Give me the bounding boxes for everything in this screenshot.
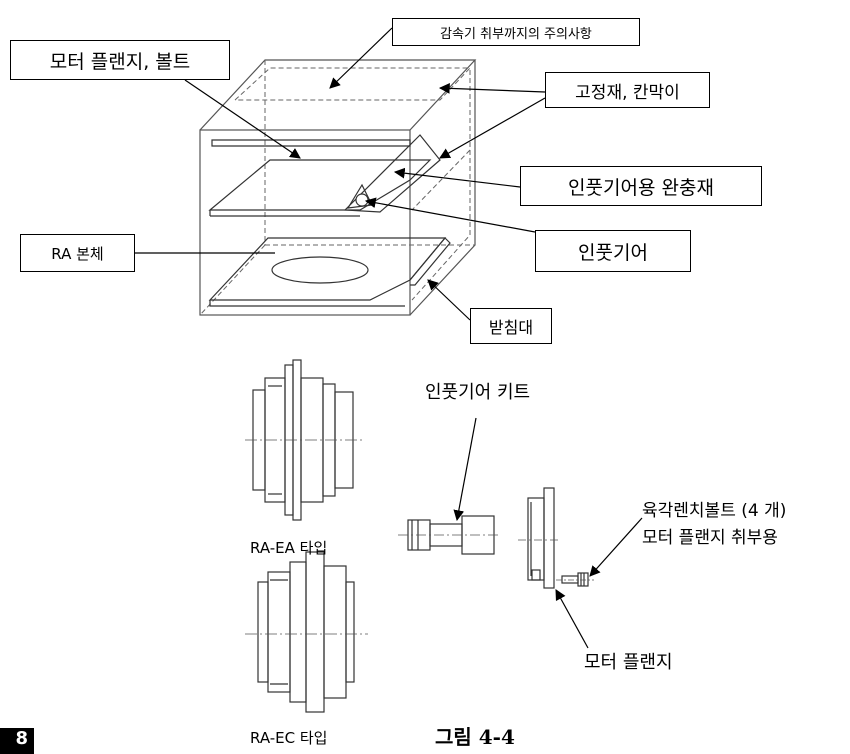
label-ra-ec-type: RA-EC 타입	[250, 729, 328, 747]
label-input-gear-cushion: 인풋기어용 완충재	[520, 166, 762, 206]
label-input-gear-kit: 인풋기어 키트	[425, 382, 531, 403]
label-fixing-partition: 고정재, 칸막이	[545, 72, 710, 108]
motor-flange-part	[527, 487, 555, 589]
box-leaders	[135, 27, 546, 321]
ra-body-tray	[208, 237, 451, 307]
label-motor-flange-bolt: 모터 플랜지, 볼트	[10, 40, 230, 80]
label-hex-bolt: 육각렌치볼트 (4 개)	[642, 501, 787, 521]
label-ra-ea-type: RA-EA 타입	[250, 539, 328, 557]
side-tab: 8	[0, 728, 34, 754]
box-inner-dashed	[199, 60, 475, 316]
hex-bolt-part	[561, 572, 589, 587]
motor-flange-shelf	[208, 139, 432, 217]
label-support: 받침대	[470, 308, 552, 344]
label-ra-body: RA 본체	[20, 234, 135, 272]
figure-caption: 그림 4-4	[435, 725, 515, 749]
packing-box	[199, 59, 477, 316]
ra-ec-reducer	[257, 551, 355, 713]
label-motor-flange: 모터 플랜지	[584, 652, 673, 673]
label-reducer-note: 감속기 취부까지의 주의사항	[392, 18, 640, 46]
parts-leaders	[453, 417, 643, 649]
label-input-gear: 인풋기어	[535, 230, 691, 272]
label-hex-bolt-use: 모터 플랜지 취부용	[642, 528, 778, 548]
